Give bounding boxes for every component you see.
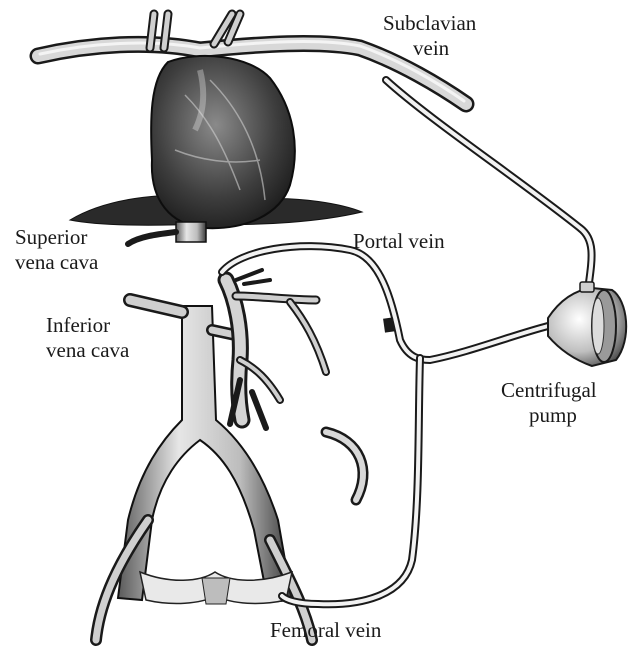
label-centrifugal-pump: Centrifugal pump: [501, 378, 597, 428]
label-superior-vena-cava: Superior vena cava: [15, 225, 98, 275]
label-svc-line1: Superior: [15, 225, 98, 250]
label-svc-line2: vena cava: [15, 250, 98, 275]
label-subclavian-line1: Subclavian: [383, 11, 476, 36]
label-portal-vein: Portal vein: [353, 229, 445, 254]
portal-vein-vessel: [226, 270, 326, 428]
label-femoral-line1: Femoral vein: [270, 618, 381, 643]
label-inferior-vena-cava: Inferior vena cava: [46, 313, 129, 363]
label-ivc-line1: Inferior: [46, 313, 129, 338]
label-subclavian-line2: vein: [383, 36, 476, 61]
label-pump-line2: pump: [501, 403, 597, 428]
label-subclavian-vein: Subclavian vein: [383, 11, 476, 61]
label-femoral-vein: Femoral vein: [270, 618, 381, 643]
arched-vessel: [326, 432, 363, 500]
heart: [151, 56, 295, 228]
label-pump-line1: Centrifugal: [501, 378, 597, 403]
label-ivc-line2: vena cava: [46, 338, 129, 363]
centrifugal-pump: [548, 282, 626, 366]
label-portal-line1: Portal vein: [353, 229, 445, 254]
